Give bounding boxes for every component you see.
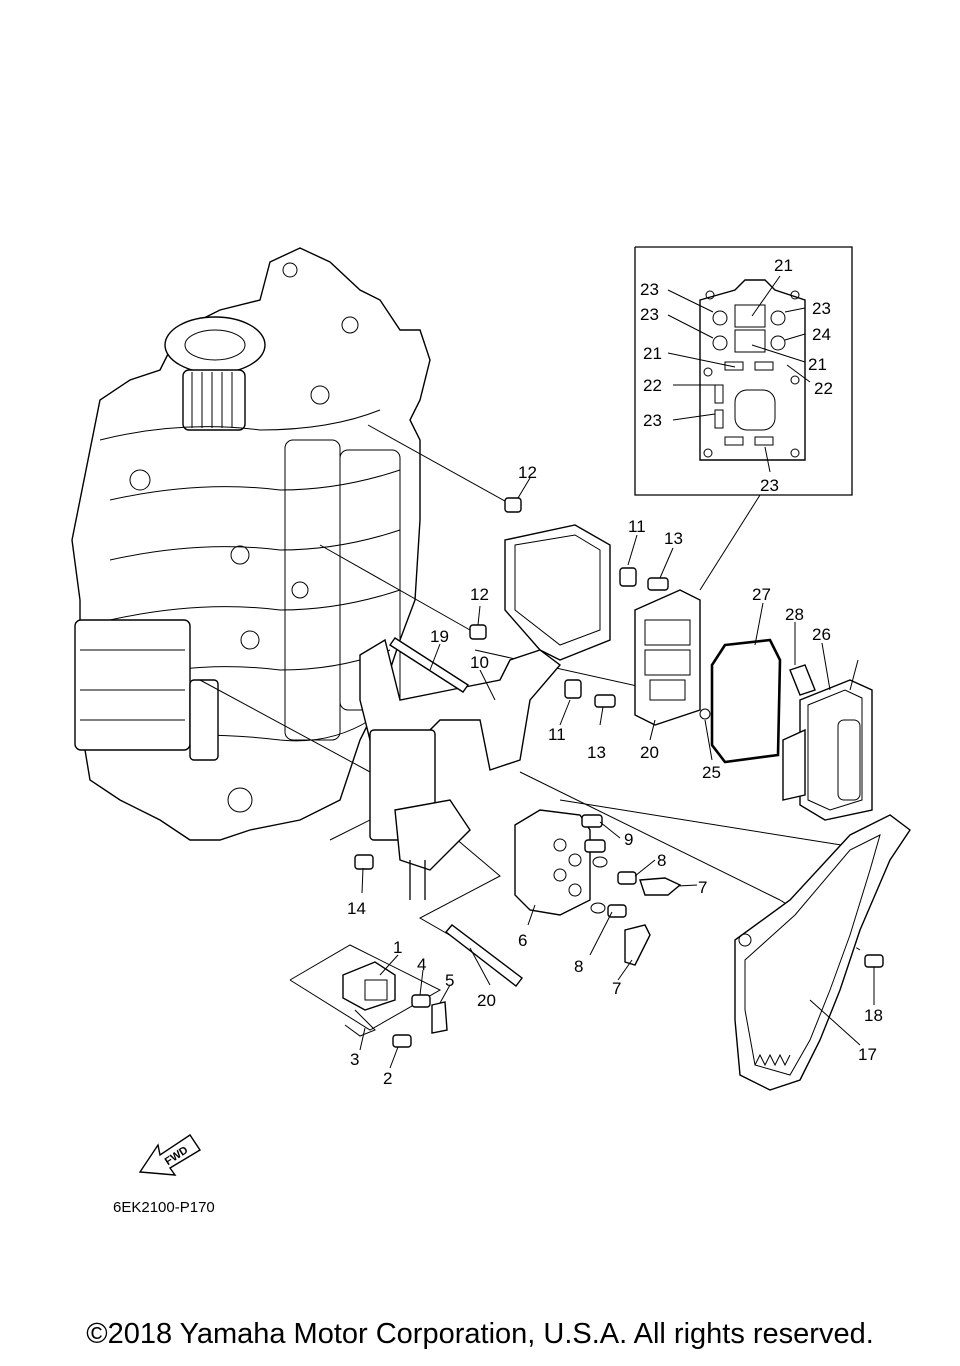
label-7a: 7 (698, 878, 707, 897)
label-26: 27 (752, 585, 771, 604)
label-23b: 23 (640, 305, 659, 324)
label-17: 19 (430, 627, 449, 646)
fasteners (469, 497, 884, 968)
label-19: 20 (640, 743, 659, 762)
label-21c: 22 (814, 379, 833, 398)
label-23a: 23 (640, 280, 659, 299)
label-25: 26 (812, 625, 831, 644)
label-9: 9 (624, 830, 633, 849)
engine-block (71, 247, 431, 841)
label-15: 17 (858, 1045, 877, 1064)
label-8b: 8 (574, 957, 583, 976)
part-labels: 23 23 23 24 21 21 21 22 22 23 23 12 12 1… (347, 256, 883, 1088)
relay-parts (342, 854, 448, 1048)
label-22-left: 23 (643, 411, 662, 430)
copyright-notice: ©2018 Yamaha Motor Corporation, U.S.A. A… (86, 1318, 874, 1350)
label-6: 6 (518, 931, 527, 950)
cover-15 (734, 814, 911, 1091)
diagram-code: 6EK2100-P170 (113, 1199, 215, 1216)
label-11b: 11 (548, 725, 566, 744)
label-13b: 13 (587, 743, 606, 762)
label-7b: 7 (612, 979, 621, 998)
label-1: 1 (393, 938, 402, 957)
label-16: 18 (864, 1006, 883, 1025)
label-21a: 21 (643, 344, 662, 363)
label-20b: 21 (808, 355, 827, 374)
inset-detail (634, 246, 853, 591)
label-8a: 8 (657, 851, 666, 870)
label-21b: 22 (643, 376, 662, 395)
label-13a: 13 (664, 529, 683, 548)
ignition-parts (514, 809, 682, 966)
module-parts (359, 524, 873, 900)
label-14: 14 (347, 899, 366, 918)
label-4: 4 (417, 955, 426, 974)
label-24: 25 (702, 763, 721, 782)
label-11a: 11 (628, 517, 646, 536)
label-27: 28 (785, 605, 804, 624)
label-leaders (359, 477, 875, 1069)
label-18: 20 (477, 991, 496, 1010)
label-2: 2 (383, 1069, 392, 1088)
label-3: 3 (350, 1050, 359, 1069)
cable-ties (389, 637, 523, 987)
label-22-bottom: 23 (760, 476, 779, 495)
label-10: 10 (470, 653, 489, 672)
label-23d: 24 (812, 325, 831, 344)
label-12a: 12 (518, 463, 537, 482)
label-12b: 12 (470, 585, 489, 604)
label-23c: 23 (812, 299, 831, 318)
label-20a: 21 (774, 256, 793, 275)
label-5: 5 (445, 971, 454, 990)
fwd-arrow-icon: FWD (138, 1134, 201, 1176)
